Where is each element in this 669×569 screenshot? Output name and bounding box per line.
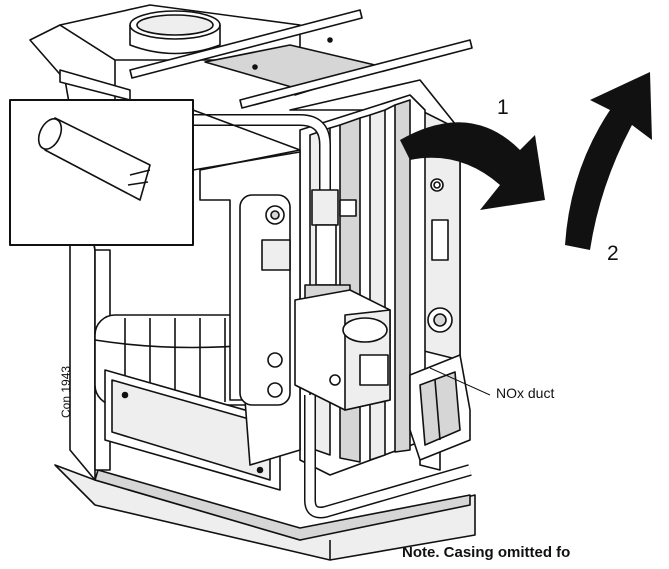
- manifold-plate: [199, 149, 301, 466]
- arrow-2-icon: [565, 72, 652, 250]
- drawing-reference: Con 1943: [59, 365, 73, 418]
- nox-duct-label: NOx duct: [496, 385, 555, 401]
- casing-note: Note. Casing omitted fo: [402, 544, 571, 561]
- arrow-1-icon: [400, 122, 545, 210]
- allen-key-icon: [37, 117, 151, 201]
- nox-duct-leader: [429, 367, 491, 396]
- gas-pipe: [190, 114, 472, 519]
- gas-valve: [294, 289, 391, 411]
- step-2-label: 2: [607, 242, 619, 265]
- step-1-label: 1: [497, 96, 509, 119]
- detail-inset: [9, 99, 301, 246]
- nox-duct: [409, 354, 471, 461]
